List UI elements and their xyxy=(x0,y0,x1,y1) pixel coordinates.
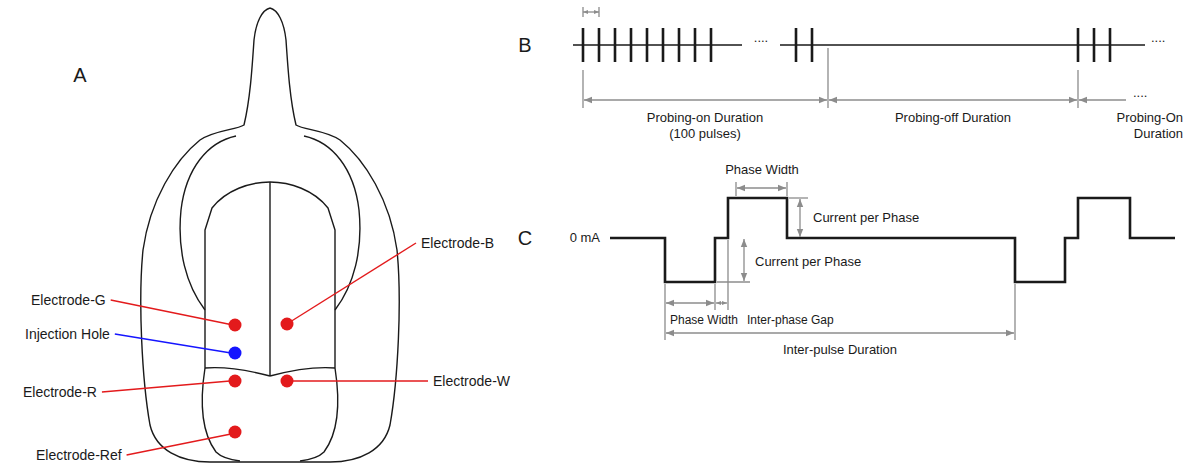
dimension-arrow xyxy=(737,187,786,188)
electrode-dot xyxy=(229,319,242,332)
dimension-arrow xyxy=(743,239,744,281)
parietal-bone xyxy=(205,182,270,368)
extension-line xyxy=(789,197,808,198)
leader-line xyxy=(111,300,233,325)
extension-line xyxy=(736,182,787,196)
electrode-dot xyxy=(281,318,294,331)
pulse-ticks xyxy=(583,28,1110,62)
leader-line xyxy=(115,334,231,353)
leader-line xyxy=(290,243,416,322)
zygomatic-arch xyxy=(180,136,236,310)
axis-label: 0 mA xyxy=(569,230,601,246)
dimension-label: Current per Phase xyxy=(812,210,920,226)
skull-outline xyxy=(141,8,270,462)
extension-line xyxy=(717,281,750,282)
electrode-label: Electrode-B xyxy=(420,235,495,252)
sagittal-suture xyxy=(269,182,270,376)
dimension-arrow xyxy=(666,302,714,303)
electrode-dots xyxy=(229,318,294,439)
extension-line xyxy=(665,240,1015,340)
electrode-label: Electrode-R xyxy=(22,384,98,401)
dimension-arrow xyxy=(1079,99,1126,100)
dimension-arrow xyxy=(716,302,727,303)
injection-hole xyxy=(229,347,242,360)
extension-line xyxy=(583,7,599,17)
ellipsis-mark: .... xyxy=(753,30,769,46)
panel-letter: B xyxy=(517,33,532,57)
duration-label: Probing-off Duration xyxy=(894,110,1012,126)
dimension-label: Phase Width xyxy=(669,313,739,327)
panel-letter: A xyxy=(72,63,87,87)
skull-half-mirror xyxy=(270,8,399,462)
lambdoid-suture xyxy=(205,368,270,376)
electrode-label: Electrode-G xyxy=(30,292,107,309)
leader-line xyxy=(291,380,428,381)
duration-label: Probing-On Duration xyxy=(1104,110,1184,141)
leader-lines xyxy=(102,243,428,455)
dimension-label: Inter-pulse Duration xyxy=(782,342,898,358)
dimension-arrow xyxy=(583,11,599,12)
dimension-arrow xyxy=(799,199,800,237)
skull-drawing xyxy=(141,8,399,462)
dimension-label: Phase Width xyxy=(724,162,800,178)
ellipsis-mark: .... xyxy=(1132,85,1148,101)
panel-letter: C xyxy=(517,226,533,250)
biphasic-waveform xyxy=(610,198,1175,282)
waveform-dimensions xyxy=(665,182,1015,340)
extension-line xyxy=(583,48,1078,108)
dimension-arrow xyxy=(584,99,827,100)
leader-line xyxy=(127,434,231,455)
injection-label: Injection Hole xyxy=(24,326,111,343)
electrode-dot xyxy=(281,375,294,388)
dimension-label: Current per Phase xyxy=(754,254,862,270)
electrode-label: Electrode-Ref xyxy=(35,447,123,464)
dimension-lines xyxy=(583,7,1126,108)
electrode-dot xyxy=(229,375,242,388)
electrode-label: Electrode-W xyxy=(432,373,511,390)
duration-label: Probing-on Duration (100 pulses) xyxy=(638,110,772,141)
dimension-label: Inter-phase Gap xyxy=(746,313,835,327)
time-axis xyxy=(573,44,1145,46)
electrode-dot xyxy=(229,426,242,439)
ellipsis-mark: .... xyxy=(1150,30,1166,46)
skull-half xyxy=(141,8,270,462)
leader-line xyxy=(102,381,230,392)
pulse-train xyxy=(573,28,1145,62)
dimension-arrow xyxy=(829,99,1077,100)
dimension-arrow xyxy=(666,332,1014,333)
